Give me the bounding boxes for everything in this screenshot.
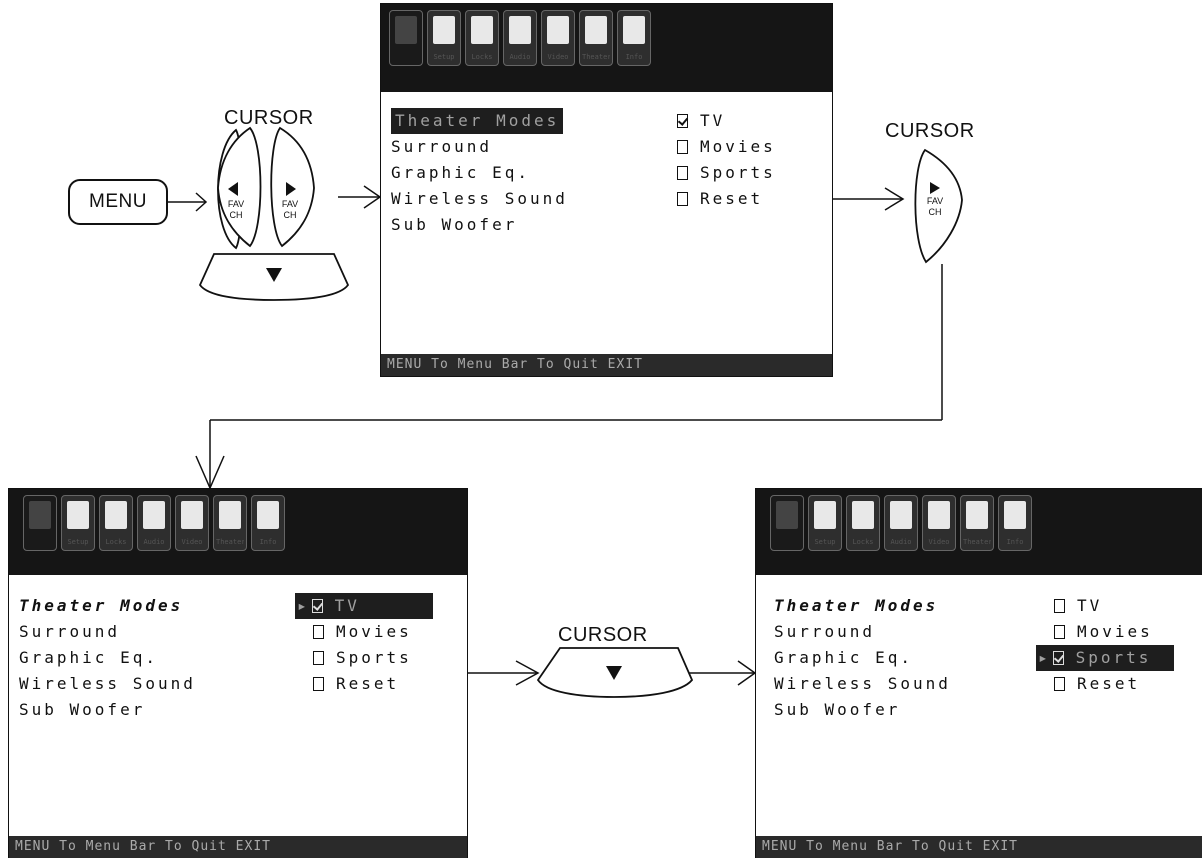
setup-icon[interactable]: Setup xyxy=(808,495,842,551)
option-sports[interactable]: Sports xyxy=(295,645,433,671)
checkbox-icon xyxy=(677,166,688,180)
audio-icon[interactable] xyxy=(770,495,804,551)
menu-item-sub-woofer[interactable]: Sub Woofer xyxy=(19,700,146,719)
status-bar: MENU To Menu Bar To Quit EXIT xyxy=(381,354,832,376)
checkbox-icon xyxy=(311,599,323,613)
keyboard-icon[interactable]: Video xyxy=(175,495,209,551)
menu-icon-bar: Setup Locks Audio Video Theater Info xyxy=(9,489,467,575)
menu-icon-bar: Setup Locks Audio Video Theater Info xyxy=(756,489,1202,575)
menu-item-wireless-sound[interactable]: Wireless Sound xyxy=(774,674,951,693)
bars-icon[interactable]: Audio xyxy=(503,10,537,66)
option-reset[interactable]: Reset xyxy=(677,186,776,212)
info-icon[interactable]: Info xyxy=(251,495,285,551)
menu-item-theater-modes[interactable]: Theater Modes xyxy=(19,596,184,615)
settings-menu: Theater Modes Surround Graphic Eq. Wirel… xyxy=(19,593,196,723)
option-movies[interactable]: Movies xyxy=(1036,619,1174,645)
info-icon[interactable]: Info xyxy=(998,495,1032,551)
cursor-label-2: CURSOR xyxy=(885,120,975,142)
menu-item-sub-woofer[interactable]: Sub Woofer xyxy=(391,215,518,234)
setup-icon[interactable]: Setup xyxy=(61,495,95,551)
keyboard-icon[interactable]: Video xyxy=(541,10,575,66)
tv-menu-screen-2: Setup Locks Audio Video Theater Info The… xyxy=(8,488,468,858)
options-list: TV Movies Sports Reset xyxy=(677,108,776,212)
option-reset[interactable]: Reset xyxy=(295,671,433,697)
option-tv[interactable]: TV xyxy=(1036,593,1174,619)
bars-icon[interactable]: Audio xyxy=(137,495,171,551)
cursor-label-3: CURSOR xyxy=(558,624,648,646)
menu-item-surround[interactable]: Surround xyxy=(19,622,121,641)
menu-icon-bar: Setup Locks Audio Video Theater Info xyxy=(381,4,832,92)
cursor-right-button-2 xyxy=(914,148,963,264)
option-tv[interactable]: ▸TV xyxy=(295,593,433,619)
menu-item-surround[interactable]: Surround xyxy=(391,137,493,156)
checkbox-icon xyxy=(677,114,688,128)
tv-menu-screen-1: Setup Locks Audio Video Theater Info The… xyxy=(380,3,833,377)
lock-icon[interactable]: Locks xyxy=(465,10,499,66)
audio-icon[interactable] xyxy=(389,10,423,66)
lock-icon[interactable]: Locks xyxy=(99,495,133,551)
checkbox-icon xyxy=(1054,599,1065,613)
option-sports[interactable]: Sports xyxy=(677,160,776,186)
theater-icon[interactable]: Theater xyxy=(960,495,994,551)
setup-icon[interactable]: Setup xyxy=(427,10,461,66)
menu-button[interactable]: MENU xyxy=(68,179,168,225)
info-icon[interactable]: Info xyxy=(617,10,651,66)
options-list: ▸TV Movies Sports Reset xyxy=(295,593,433,697)
status-bar: MENU To Menu Bar To Quit EXIT xyxy=(9,836,467,858)
menu-item-graphic-eq[interactable]: Graphic Eq. xyxy=(774,648,913,667)
tv-menu-screen-3: Setup Locks Audio Video Theater Info The… xyxy=(755,488,1202,858)
keyboard-icon[interactable]: Video xyxy=(922,495,956,551)
audio-icon[interactable] xyxy=(23,495,57,551)
theater-icon[interactable]: Theater xyxy=(213,495,247,551)
checkbox-icon xyxy=(677,192,688,206)
menu-item-graphic-eq[interactable]: Graphic Eq. xyxy=(391,163,530,182)
option-reset[interactable]: Reset xyxy=(1036,671,1174,697)
lock-icon[interactable]: Locks xyxy=(846,495,880,551)
checkbox-icon xyxy=(1054,625,1065,639)
checkbox-icon xyxy=(1054,677,1065,691)
options-list: TV Movies ▸Sports Reset xyxy=(1036,593,1174,697)
theater-icon[interactable]: Theater xyxy=(579,10,613,66)
option-sports[interactable]: ▸Sports xyxy=(1036,645,1174,671)
settings-menu: Theater Modes Surround Graphic Eq. Wirel… xyxy=(774,593,951,723)
menu-button-label: MENU xyxy=(89,191,147,212)
checkbox-icon xyxy=(313,651,324,665)
menu-item-wireless-sound[interactable]: Wireless Sound xyxy=(19,674,196,693)
checkbox-icon xyxy=(1052,651,1064,665)
bars-icon[interactable]: Audio xyxy=(884,495,918,551)
checkbox-icon xyxy=(313,625,324,639)
option-movies[interactable]: Movies xyxy=(295,619,433,645)
menu-item-theater-modes[interactable]: Theater Modes xyxy=(391,108,564,134)
checkbox-icon xyxy=(313,677,324,691)
menu-item-sub-woofer[interactable]: Sub Woofer xyxy=(774,700,901,719)
menu-item-surround[interactable]: Surround xyxy=(774,622,876,641)
option-movies[interactable]: Movies xyxy=(677,134,776,160)
checkbox-icon xyxy=(677,140,688,154)
cursor-label-1: CURSOR xyxy=(224,107,314,129)
status-bar: MENU To Menu Bar To Quit EXIT xyxy=(756,836,1202,858)
menu-item-wireless-sound[interactable]: Wireless Sound xyxy=(391,189,568,208)
option-tv[interactable]: TV xyxy=(677,108,776,134)
menu-item-graphic-eq[interactable]: Graphic Eq. xyxy=(19,648,158,667)
settings-menu: Theater Modes Surround Graphic Eq. Wirel… xyxy=(391,108,568,238)
menu-item-theater-modes[interactable]: Theater Modes xyxy=(774,596,939,615)
